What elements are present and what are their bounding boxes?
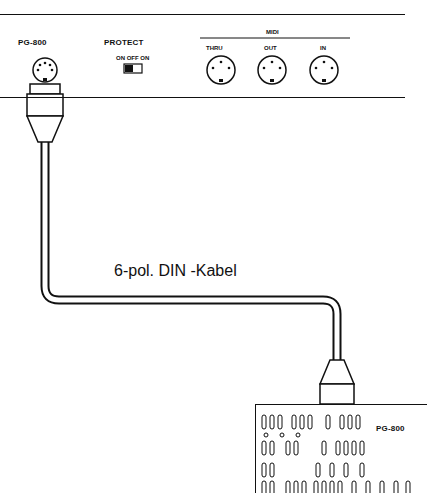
programmer-unit: PG-800	[255, 404, 427, 493]
cable-label: 6-pol. DIN -Kabel	[112, 262, 239, 280]
port-label: OUT	[264, 45, 277, 51]
port-group-label: MIDI	[266, 29, 279, 35]
port-label: THRU	[206, 45, 223, 51]
instrument-panel: PG-800 PROTECT ON OFF ON MIDI THRU OUT IN	[0, 14, 405, 98]
cable	[45, 98, 337, 404]
slider-illustration	[256, 405, 427, 493]
switch-positions: ON OFF ON	[116, 55, 149, 61]
switch-label: PROTECT	[104, 39, 144, 47]
device-name: PG-800	[376, 425, 405, 433]
port-label: IN	[320, 45, 326, 51]
socket-label: PG-800	[18, 39, 47, 47]
